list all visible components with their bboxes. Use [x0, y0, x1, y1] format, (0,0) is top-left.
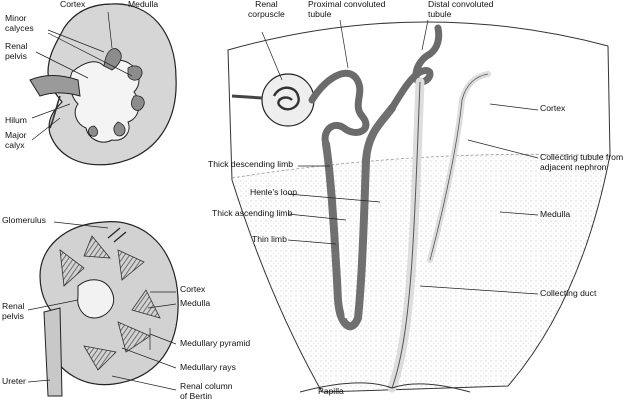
label-bottom-medulla: Medulla — [180, 298, 211, 308]
label-collecting-tubule-line2: adjacent nephron — [540, 161, 607, 172]
label-minor-calyces: Minor calyces — [5, 13, 34, 33]
label-thin-limb: Thin limb — [252, 234, 287, 244]
label-bottom-renal-pelvis-line1: Renal — [2, 301, 25, 311]
label-ureter: Ureter — [2, 376, 26, 386]
label-bottom-renal-pelvis: Renal pelvis — [2, 301, 25, 321]
label-papilla: Papilla — [318, 386, 344, 396]
label-renal-column-line1: Renal column — [180, 381, 233, 391]
label-medullary-rays: Medullary rays — [180, 362, 236, 372]
label-top-cortex: Cortex — [60, 0, 86, 9]
label-distal-tubule-line1: Distal convoluted — [428, 0, 494, 9]
label-henles-loop: Henle's loop — [250, 187, 298, 197]
renal-corpuscle-drawing — [261, 73, 315, 127]
label-top-renal-pelvis-line1: Renal — [5, 41, 28, 51]
bottom-kidney-drawing — [39, 221, 179, 397]
label-thick-ascending-limb: Thick ascending limb — [212, 208, 293, 218]
label-renal-column: Renal column of Bertin — [180, 381, 233, 401]
label-collecting-tubule: Collecting tubule from adjacent nephron — [540, 152, 624, 172]
label-major-calyx-line2: calyx — [5, 139, 25, 150]
label-proximal-tubule-line1: Proximal convoluted — [308, 0, 386, 9]
label-major-calyx: Major calyx — [5, 130, 27, 150]
label-thick-descending-limb: Thick descending limb — [208, 159, 294, 169]
label-glomerulus: Glomerulus — [2, 215, 46, 225]
label-top-medulla: Medulla — [128, 0, 159, 9]
label-nephron-cortex: Cortex — [540, 103, 566, 113]
label-renal-corpuscle: Renal corpuscle — [248, 0, 285, 19]
label-bottom-cortex: Cortex — [180, 284, 206, 294]
nephron-drawing — [227, 21, 611, 393]
label-top-renal-pelvis: Renal pelvis — [5, 41, 28, 61]
label-distal-tubule-line2: tubule — [428, 8, 452, 19]
label-proximal-tubule: Proximal convoluted tubule — [308, 0, 385, 19]
top-kidney-drawing — [29, 3, 177, 166]
label-proximal-tubule-line2: tubule — [308, 8, 332, 19]
label-minor-calyces-line2: calyces — [5, 22, 34, 33]
label-minor-calyces-line1: Minor — [5, 13, 27, 23]
bottom-kidney-pelvis — [77, 279, 114, 319]
top-ureter — [29, 75, 81, 97]
label-renal-column-line2: of Bertin — [180, 390, 213, 401]
label-medullary-pyramid: Medullary pyramid — [180, 338, 251, 348]
label-nephron-medulla: Medulla — [540, 209, 571, 219]
label-collecting-duct: Collecting duct — [540, 288, 597, 298]
label-renal-corpuscle-line1: Renal — [255, 0, 278, 9]
label-distal-tubule: Distal convoluted tubule — [428, 0, 493, 19]
label-major-calyx-line1: Major — [5, 130, 27, 140]
label-renal-corpuscle-line2: corpuscle — [248, 8, 285, 19]
leader-lines — [27, 11, 539, 391]
label-bottom-renal-pelvis-line2: pelvis — [2, 310, 24, 321]
bottom-ureter — [43, 307, 63, 397]
label-top-renal-pelvis-line2: pelvis — [5, 50, 27, 61]
label-collecting-tubule-line1: Collecting tubule from — [540, 152, 624, 162]
label-hilum: Hilum — [5, 115, 27, 125]
nephron-medulla-zone — [232, 154, 610, 392]
